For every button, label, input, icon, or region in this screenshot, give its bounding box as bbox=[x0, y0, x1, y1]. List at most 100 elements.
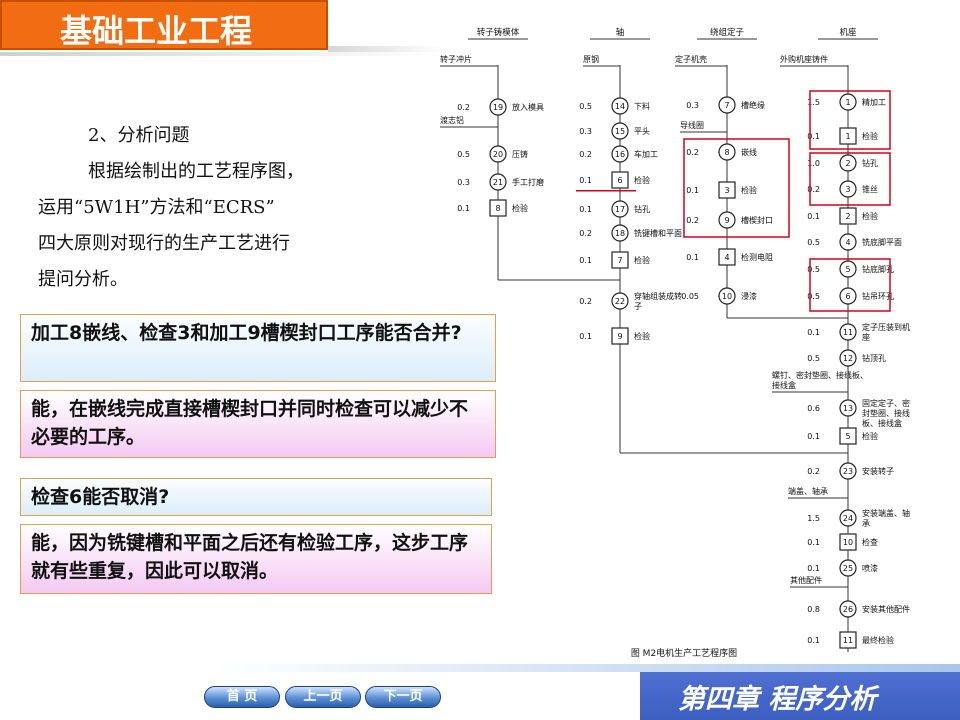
step-number: 2 bbox=[845, 159, 850, 168]
step-number: 26 bbox=[843, 605, 853, 614]
answer-text: 能，因为铣键槽和平面之后还有检验工序，这步工序就有些重复，因此可以取消。 bbox=[31, 532, 469, 582]
operation-symbol bbox=[839, 323, 857, 341]
step-label: 车加工 bbox=[634, 149, 658, 159]
step-label: 承 bbox=[862, 519, 870, 528]
highlight-box bbox=[809, 258, 891, 312]
time-value: 0.3 bbox=[579, 127, 592, 136]
step-label: 检验 bbox=[862, 131, 878, 141]
highlight-box bbox=[809, 90, 891, 150]
operation-symbol bbox=[839, 399, 857, 417]
step-label: 检验 bbox=[741, 185, 757, 195]
time-value: 0.05 bbox=[681, 292, 699, 301]
operation-symbol bbox=[839, 260, 857, 278]
home-button[interactable]: 首 页 bbox=[204, 686, 280, 708]
step-number: 1 bbox=[845, 98, 850, 107]
time-value: 0.5 bbox=[807, 265, 820, 274]
title-underline bbox=[328, 46, 446, 52]
step-number: 4 bbox=[724, 253, 729, 262]
step-number: 24 bbox=[843, 514, 853, 523]
step-number: 8 bbox=[724, 148, 729, 157]
time-value: 0.2 bbox=[579, 229, 592, 238]
header-divider bbox=[0, 52, 440, 56]
step-label: 平头 bbox=[634, 126, 650, 136]
step-label: 检查 bbox=[862, 537, 878, 547]
inspection-symbol bbox=[718, 248, 736, 266]
operation-symbol bbox=[611, 145, 629, 163]
step-number: 15 bbox=[615, 127, 625, 136]
text-line: 提问分析。 bbox=[38, 269, 128, 290]
step-label: 下料 bbox=[634, 101, 650, 111]
question-box-2: 检查6能否取消? bbox=[20, 478, 492, 516]
step-label: 放入模具 bbox=[512, 102, 544, 112]
operation-symbol bbox=[839, 154, 857, 172]
step-label: 钻底脚孔 bbox=[862, 264, 894, 274]
operation-symbol bbox=[611, 200, 629, 218]
input-label: 外购机座铸件 bbox=[780, 54, 828, 64]
time-value: 0.1 bbox=[807, 212, 820, 221]
step-label: 钻顶孔 bbox=[862, 353, 886, 363]
step-number: 13 bbox=[843, 404, 853, 413]
step-number: 5 bbox=[845, 432, 850, 441]
highlight-box bbox=[809, 152, 891, 206]
operation-symbol bbox=[839, 462, 857, 480]
time-value: 1.0 bbox=[807, 159, 820, 168]
step-label: 钻孔 bbox=[862, 158, 878, 168]
time-value: 0.2 bbox=[457, 103, 470, 112]
column-header: 轴 bbox=[616, 27, 625, 38]
step-number: 25 bbox=[843, 564, 853, 573]
operation-symbol bbox=[489, 145, 507, 163]
step-number: 21 bbox=[493, 178, 503, 187]
step-label: 锥丝 bbox=[862, 184, 878, 194]
operation-symbol bbox=[611, 97, 629, 115]
step-number: 16 bbox=[615, 150, 625, 159]
step-label: 手工打磨 bbox=[512, 177, 544, 187]
operation-symbol bbox=[839, 233, 857, 251]
time-value: 0.3 bbox=[457, 178, 470, 187]
step-label: 喷漆 bbox=[862, 563, 878, 573]
operation-symbol bbox=[839, 287, 857, 305]
highlight-box bbox=[683, 138, 790, 238]
time-value: 1.5 bbox=[807, 98, 820, 107]
input-label: 导线圈 bbox=[680, 120, 704, 130]
prev-page-button[interactable]: 上一页 bbox=[285, 686, 361, 708]
inspection-symbol bbox=[718, 181, 736, 199]
step-label: 安装端盖、轴 bbox=[862, 508, 910, 518]
time-value: 0.5 bbox=[807, 292, 820, 301]
operation-symbol bbox=[839, 600, 857, 618]
step-number: 1 bbox=[845, 132, 850, 141]
time-value: 0.1 bbox=[807, 538, 820, 547]
step-number: 10 bbox=[843, 538, 853, 547]
step-label: 检验 bbox=[512, 203, 528, 213]
step-label: 安装其他配件 bbox=[862, 604, 910, 614]
time-value: 0.1 bbox=[807, 432, 820, 441]
time-value: 0.2 bbox=[579, 150, 592, 159]
inspection-symbol bbox=[489, 199, 507, 217]
input-label: 定子机壳 bbox=[675, 54, 707, 64]
step-number: 18 bbox=[615, 229, 625, 238]
operation-symbol bbox=[611, 122, 629, 140]
time-value: 0.1 bbox=[579, 205, 592, 214]
time-value: 0.2 bbox=[579, 297, 592, 306]
process-chart-svg: 转子铸模体轴绕组定子机座转子冲片渡志铝原钢定子机壳导线圈外购机座铸件螺钉、密封垫… bbox=[440, 27, 910, 659]
next-page-button[interactable]: 下一页 bbox=[365, 686, 441, 708]
time-value: 0.5 bbox=[457, 150, 470, 159]
input-label: 接线盒 bbox=[772, 380, 796, 390]
input-label: 原钢 bbox=[583, 54, 599, 64]
step-number: 6 bbox=[845, 292, 850, 301]
step-label: 检验 bbox=[634, 255, 650, 265]
step-label: 安装转子 bbox=[862, 466, 894, 476]
step-label: 检验 bbox=[862, 211, 878, 221]
input-label: 转子冲片 bbox=[440, 54, 472, 64]
operation-symbol bbox=[718, 96, 736, 114]
time-value: 0.6 bbox=[807, 404, 820, 413]
step-number: 5 bbox=[845, 265, 850, 274]
time-value: 0.1 bbox=[686, 186, 699, 195]
step-label: 钻孔 bbox=[634, 204, 650, 214]
time-value: 0.1 bbox=[807, 564, 820, 573]
step-number: 8 bbox=[495, 204, 500, 213]
step-label: 浸漆 bbox=[741, 291, 757, 301]
step-label: 子 bbox=[634, 302, 642, 311]
operation-symbol bbox=[611, 224, 629, 242]
step-number: 4 bbox=[845, 238, 850, 247]
chapter-banner: 第四章 程序分析 bbox=[640, 672, 960, 720]
